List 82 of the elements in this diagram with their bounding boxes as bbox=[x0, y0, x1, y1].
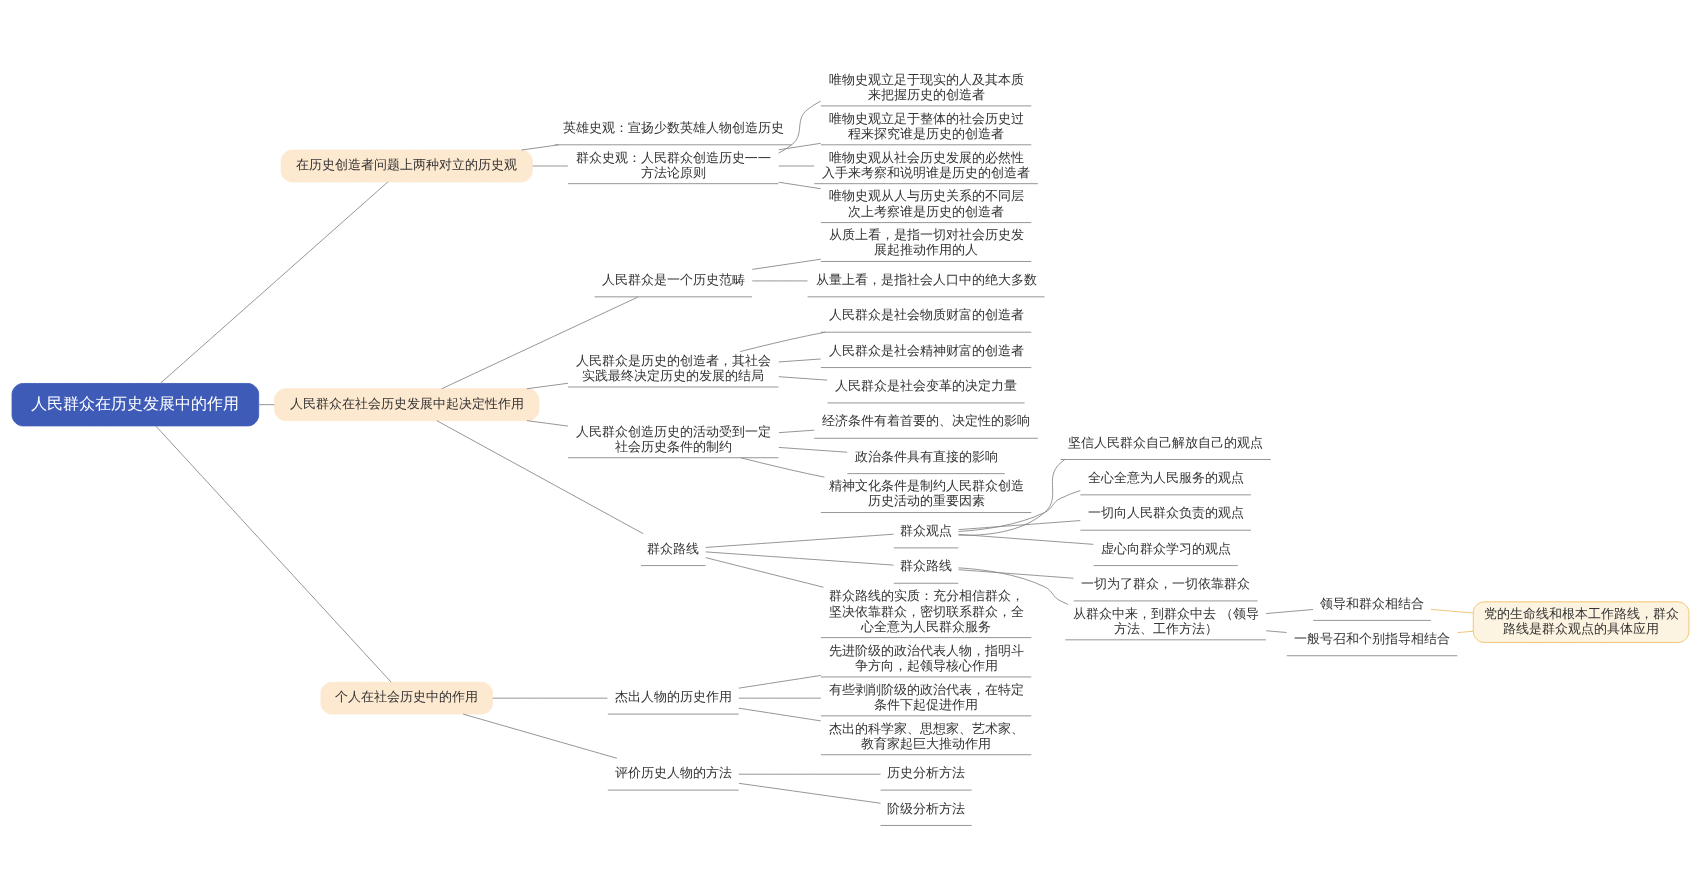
connector bbox=[778, 358, 822, 362]
node-text: 杰出的科学家、思想家、艺术家、教育家起巨大推动作用 bbox=[828, 720, 1024, 751]
node-text: 坚信人民群众自己解放自己的观点 bbox=[1068, 434, 1264, 450]
node-text: 有些剥削阶级的政治代表，在特定条件下起促进作用 bbox=[828, 681, 1024, 712]
connector bbox=[778, 100, 822, 154]
connector bbox=[159, 181, 389, 384]
connector bbox=[526, 382, 569, 389]
node-text: 经济条件有着首要的、决定性的影响 bbox=[822, 412, 1031, 428]
connector bbox=[258, 403, 275, 405]
node-text: 精神文化条件是制约人民群众创造历史活动的重要因素 bbox=[828, 477, 1024, 508]
node-text: 虚心向群众学习的观点 bbox=[1100, 540, 1231, 556]
connector bbox=[751, 280, 808, 281]
connector bbox=[441, 296, 639, 389]
connector bbox=[957, 458, 1066, 536]
node-box: 人民群众在历史发展中的作用 bbox=[11, 382, 260, 426]
connector bbox=[462, 713, 618, 759]
connector bbox=[958, 533, 1094, 545]
node-text: 从群众中来，到群众中去 （领导方法、工作方法） bbox=[1072, 605, 1259, 636]
node-text: 阶级分析方法 bbox=[887, 800, 966, 816]
connector bbox=[526, 419, 569, 427]
node-text: 领导和群众相结合 bbox=[1320, 595, 1425, 611]
connector bbox=[958, 568, 1074, 579]
node-text: 一切向人民群众负责的观点 bbox=[1087, 504, 1244, 520]
node-text: 人民群众创造历史的活动受到一定社会历史条件的制约 bbox=[575, 423, 771, 454]
connector bbox=[778, 429, 815, 433]
connector bbox=[778, 446, 848, 453]
node-text: 一般号召和个别指导相结合 bbox=[1294, 630, 1451, 646]
node-text: 人民群众是社会物质财富的创造者 bbox=[828, 306, 1024, 322]
connector bbox=[705, 533, 895, 548]
connector bbox=[705, 550, 895, 566]
node-text: 从质上看，是指一切对社会历史发展起推动作用的人 bbox=[828, 226, 1024, 257]
connector bbox=[1457, 630, 1474, 633]
connector bbox=[778, 142, 822, 150]
connector bbox=[1265, 608, 1314, 614]
connector bbox=[1265, 629, 1287, 633]
node-text: 英雄史观：宣扬少数英雄人物创造历史 bbox=[562, 119, 784, 135]
node-box: 党的生命线和根本工作路线，群众路线是群众观点的具体应用 bbox=[1472, 600, 1690, 643]
connector bbox=[739, 331, 826, 352]
node-text: 先进阶级的政治代表人物，指明斗争方向，起领导核心作用 bbox=[828, 642, 1024, 673]
connector bbox=[521, 143, 560, 150]
connector bbox=[436, 419, 644, 534]
node-box: 个人在社会历史中的作用 bbox=[320, 681, 493, 715]
node-text: 唯物史观立足于现实的人及其本质来把握历史的创造者 bbox=[828, 71, 1024, 102]
node-text: 唯物史观从人与历史关系的不同层次上考察谁是历史的创造者 bbox=[828, 187, 1024, 219]
connector bbox=[958, 566, 1069, 605]
connector bbox=[738, 773, 881, 775]
node-text: 唯物史观从社会历史发展的必然性入手来考察和说明谁是历史的创造者 bbox=[822, 149, 1031, 180]
connector bbox=[705, 556, 824, 588]
connector bbox=[751, 258, 822, 270]
connector bbox=[738, 674, 822, 689]
connector bbox=[492, 697, 608, 699]
connector bbox=[778, 181, 822, 189]
node-text: 政治条件具有直接的影响 bbox=[854, 448, 998, 464]
node-text: 从量上看，是指社会人口中的绝大多数 bbox=[815, 271, 1037, 287]
node-box: 人民群众在社会历史发展中起决定性作用 bbox=[274, 387, 540, 421]
connector bbox=[740, 456, 825, 478]
node-text: 评价历史人物的方法 bbox=[614, 764, 732, 780]
node-text: 群众路线 bbox=[647, 540, 700, 556]
connector bbox=[532, 165, 569, 166]
connector bbox=[778, 375, 828, 381]
node-text: 人民群众是历史的创造者，其社会实践最终决定历史的发展的结局 bbox=[575, 352, 771, 383]
node-text: 一切为了群众，一切依靠群众 bbox=[1081, 575, 1251, 591]
connector bbox=[1430, 608, 1474, 613]
node-text: 历史分析方法 bbox=[887, 764, 966, 780]
node-text: 杰出人物的历史作用 bbox=[614, 688, 732, 704]
connector bbox=[155, 425, 392, 683]
node-text: 群众观点 bbox=[900, 522, 953, 538]
connector bbox=[738, 707, 822, 721]
connector bbox=[778, 165, 815, 166]
connector bbox=[958, 519, 1081, 530]
node-text: 群众路线的实质：充分相信群众，坚决依靠群众，密切联系群众，全心全意为人民群众服务 bbox=[828, 587, 1024, 634]
connector bbox=[738, 782, 881, 804]
node-text: 人民群众是一个历史范畴 bbox=[601, 271, 745, 287]
connector bbox=[958, 489, 1081, 532]
node-text: 人民群众是社会变革的决定力量 bbox=[835, 377, 1018, 393]
node-text: 群众路线 bbox=[900, 557, 953, 573]
node-box: 在历史创造者问题上两种对立的历史观 bbox=[280, 149, 533, 182]
node-text: 人民群众是社会精神财富的创造者 bbox=[828, 342, 1024, 358]
connector bbox=[738, 697, 822, 699]
node-text: 群众史观：人民群众创造历史——方法论原则 bbox=[575, 149, 772, 180]
node-text: 唯物史观立足于整体的社会历史过程来探究谁是历史的创造者 bbox=[828, 110, 1024, 141]
node-text: 全心全意为人民服务的观点 bbox=[1087, 469, 1244, 485]
